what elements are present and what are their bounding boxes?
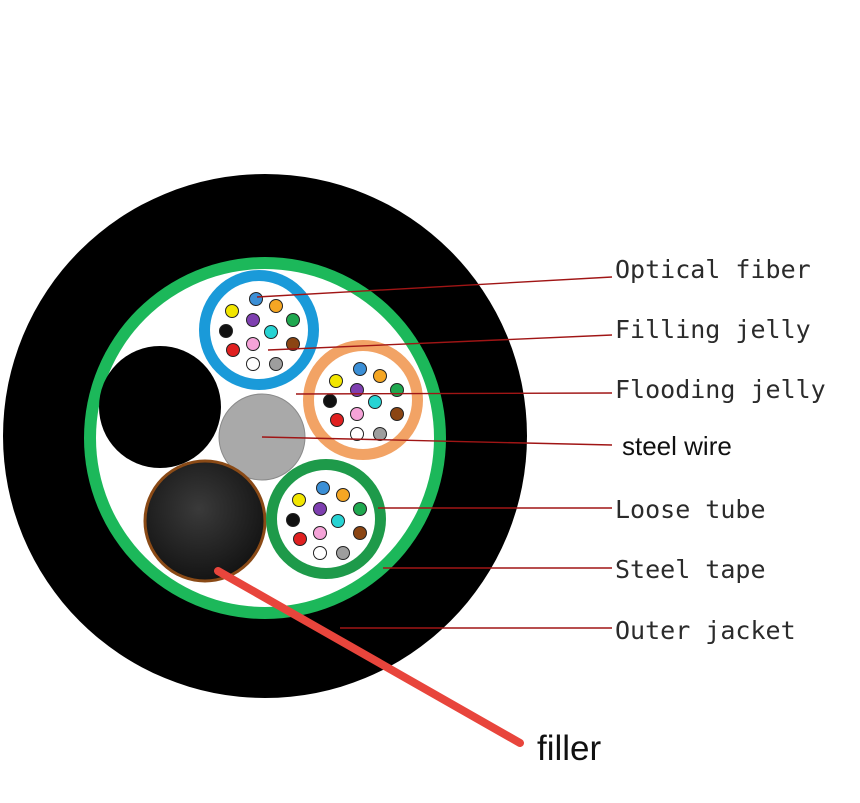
loose-tube-green <box>266 459 386 579</box>
optical-fibers-group <box>323 362 404 441</box>
optical-fiber <box>331 514 345 528</box>
optical-fibers-group <box>219 292 300 371</box>
optical-fiber <box>373 369 387 383</box>
optical-fiber <box>368 395 382 409</box>
optical-fiber <box>292 493 306 507</box>
optical-fiber <box>286 513 300 527</box>
optical-fiber <box>323 394 337 408</box>
optical-fiber <box>246 357 260 371</box>
optical-fiber <box>373 427 387 441</box>
optical-fiber <box>293 532 307 546</box>
optical-fiber <box>226 343 240 357</box>
leader-filling-jelly <box>267 334 613 351</box>
optical-fiber <box>246 337 260 351</box>
label-filler: filler <box>537 729 602 768</box>
optical-fiber <box>350 383 364 397</box>
optical-fiber <box>286 313 300 327</box>
optical-fiber <box>390 383 404 397</box>
optical-fiber <box>286 337 300 351</box>
loose-tube-orange <box>303 340 423 460</box>
optical-fiber <box>313 526 327 540</box>
leader-flooding-jelly <box>295 392 613 395</box>
label-optical-fiber: Optical fiber <box>615 255 811 284</box>
optical-fiber <box>336 488 350 502</box>
optical-fiber <box>350 407 364 421</box>
label-outer-jacket: Outer jacket <box>615 616 796 645</box>
optical-fiber <box>219 324 233 338</box>
optical-fiber <box>269 357 283 371</box>
optical-fiber <box>313 546 327 560</box>
label-loose-tube: Loose tube <box>615 495 766 524</box>
optical-fiber <box>390 407 404 421</box>
optical-fiber <box>246 313 260 327</box>
filler <box>143 459 267 583</box>
optical-fiber <box>350 427 364 441</box>
label-flooding-jelly: Flooding jelly <box>615 375 826 404</box>
black-filler <box>99 346 221 468</box>
leader-steel-wire <box>261 436 613 446</box>
optical-fiber <box>313 502 327 516</box>
optical-fiber <box>330 413 344 427</box>
optical-fiber <box>264 325 278 339</box>
optical-fiber <box>316 481 330 495</box>
optical-fiber <box>353 526 367 540</box>
optical-fiber <box>249 292 263 306</box>
optical-fiber <box>353 362 367 376</box>
label-filling-jelly: Filling jelly <box>615 315 811 344</box>
leader-optical-fiber <box>256 276 613 298</box>
optical-fiber <box>336 546 350 560</box>
optical-fiber <box>353 502 367 516</box>
optical-fiber <box>225 304 239 318</box>
filler-pointer <box>214 567 524 747</box>
optical-fibers-group <box>286 481 367 560</box>
optical-fiber <box>329 374 343 388</box>
label-steel-wire: steel wire <box>622 431 732 461</box>
loose-tube-blue <box>199 270 319 390</box>
label-steel-tape: Steel tape <box>615 555 766 584</box>
optical-fiber <box>269 299 283 313</box>
